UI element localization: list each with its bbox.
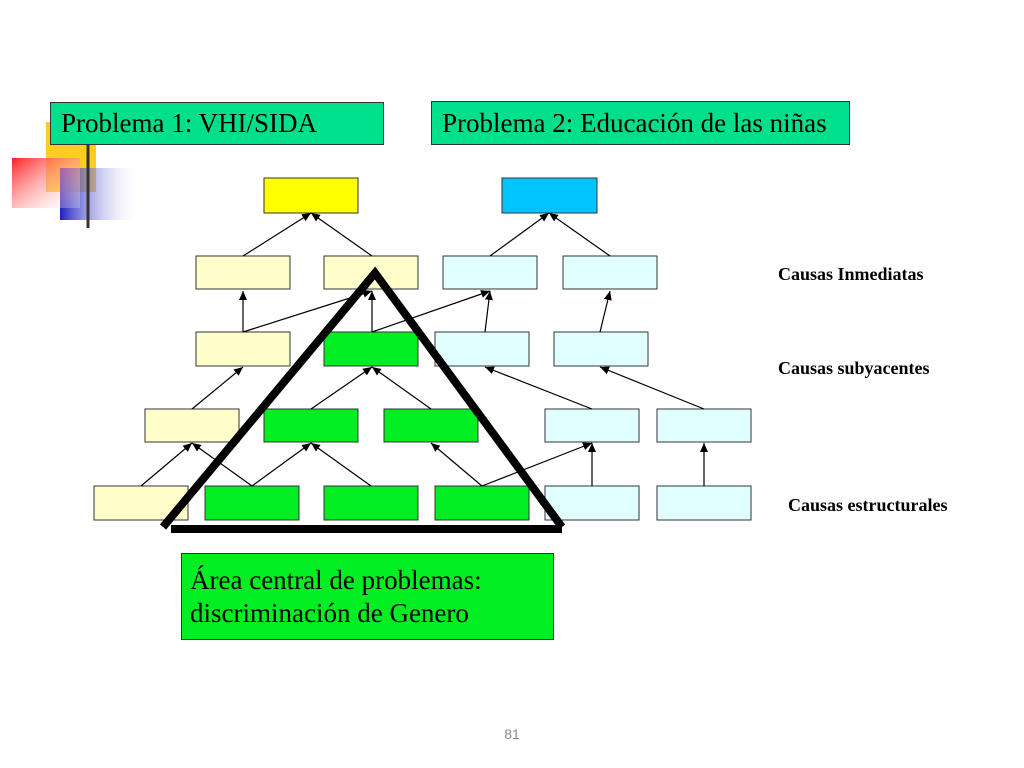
underlying-cause-box-1 <box>195 331 291 367</box>
cause-arrow-19 <box>310 442 372 487</box>
central-area-triangle <box>159 266 566 533</box>
central-problem-area-box: Área central de problemas: discriminació… <box>181 553 554 640</box>
deep-cause-box-3 <box>383 408 479 443</box>
deep-cause-box-1 <box>144 408 240 443</box>
structural-cause-box-5 <box>544 485 640 521</box>
problem-2-title: Problema 2: Educación de las niñas <box>431 101 850 145</box>
cause-arrow-15 <box>599 366 705 410</box>
deep-cause-box-4 <box>544 408 640 443</box>
deep-cause-box-2 <box>263 408 359 443</box>
cause-arrow-17 <box>191 442 253 487</box>
underlying-causes-label: Causas subyacentes <box>778 358 930 378</box>
structural-cause-box-4 <box>434 485 530 521</box>
structural-cause-box-3 <box>323 485 419 521</box>
immediate-cause-box-1 <box>195 255 291 290</box>
cause-arrow-16 <box>140 442 193 487</box>
cause-arrow-1 <box>242 212 312 257</box>
cause-arrow-11 <box>191 366 244 410</box>
deep-cause-box-5 <box>656 408 752 443</box>
central-area-line-1: Área central de problemas: <box>190 565 482 595</box>
immediate-cause-box-3 <box>442 255 538 290</box>
cause-arrow-2 <box>310 212 373 257</box>
underlying-cause-box-3 <box>434 331 530 367</box>
underlying-cause-box-2 <box>323 331 419 367</box>
cause-arrow-21 <box>481 442 593 487</box>
structural-causes-label: Causas estructurales <box>788 495 948 515</box>
page-number: 81 <box>504 726 520 742</box>
structural-cause-box-6 <box>656 485 752 521</box>
cause-arrow-9 <box>484 290 493 333</box>
underlying-cause-box-4 <box>553 331 649 367</box>
cause-arrow-12 <box>310 366 373 410</box>
cause-arrow-8 <box>371 290 491 333</box>
cause-arrow-18 <box>251 442 312 487</box>
central-area-line-2: discriminación de Genero <box>190 598 469 628</box>
immediate-cause-box-4 <box>562 255 658 290</box>
cause-arrow-10 <box>599 290 612 333</box>
problem-2-root-box <box>501 177 598 214</box>
cause-arrow-20 <box>430 442 483 487</box>
immediate-causes-label: Causas Inmediatas <box>778 264 924 284</box>
problem-1-title: Problema 1: VHI/SIDA <box>50 102 384 145</box>
cause-arrow-3 <box>489 212 550 257</box>
cause-arrow-13 <box>371 366 432 410</box>
problem-1-root-box <box>263 177 359 214</box>
structural-cause-box-2 <box>204 485 300 521</box>
cause-arrow-14 <box>484 366 593 410</box>
cause-arrow-4 <box>548 212 611 257</box>
